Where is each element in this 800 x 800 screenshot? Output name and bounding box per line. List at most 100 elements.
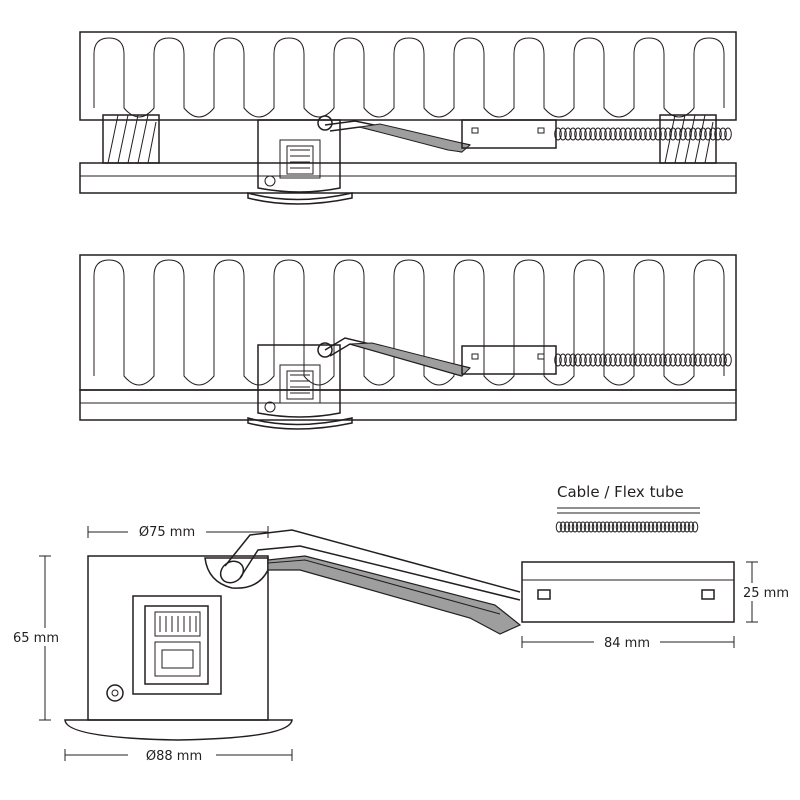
flex-tube-coil — [624, 353, 632, 367]
flex-tube-coil — [634, 353, 642, 367]
flex-tube-coil — [634, 127, 642, 141]
flex-tube-coil — [599, 353, 607, 367]
flex-tube-coil — [719, 127, 727, 141]
panel-installation-between-joists — [79, 31, 737, 205]
cable-gland — [204, 557, 269, 589]
flex-tube-coil — [611, 521, 619, 533]
flex-tube-coil — [579, 521, 587, 533]
flex-tube-coil — [714, 127, 722, 141]
flex-tube-coil — [603, 521, 611, 533]
flex-tube-coil — [564, 353, 572, 367]
flex-tube-coil — [619, 521, 627, 533]
flex-tube-coil — [675, 521, 683, 533]
downlight-housing — [247, 115, 353, 205]
flex-tube-coil — [714, 353, 722, 367]
flex-tube-coil — [719, 353, 727, 367]
flex-tube-coil — [643, 521, 651, 533]
flex-tube-coil — [689, 353, 697, 367]
flex-tube-coil — [724, 353, 732, 367]
earth-screw — [106, 684, 124, 702]
flex-tube-coil — [674, 353, 682, 367]
flex-tube — [554, 127, 732, 141]
flex-tube-coil — [607, 521, 615, 533]
flex-tube-coil — [659, 127, 667, 141]
flex-tube-coil — [664, 127, 672, 141]
legend-cable-flex: Cable / Flex tube — [555, 483, 700, 533]
flex-tube-coil — [704, 353, 712, 367]
downlight-housing — [247, 342, 353, 430]
flex-tube-coil — [649, 127, 657, 141]
flex-tube-coil — [574, 127, 582, 141]
flex-tube-coil — [594, 127, 602, 141]
joist-right — [659, 114, 717, 164]
joist-left — [102, 114, 160, 164]
flex-tube-coil — [704, 127, 712, 141]
flex-tube-coil — [559, 353, 567, 367]
flex-tube-coil — [663, 521, 671, 533]
driver-box — [521, 561, 735, 623]
flex-tube-coil — [594, 353, 602, 367]
flex-tube-coil — [659, 353, 667, 367]
legend-label: Cable / Flex tube — [557, 483, 684, 501]
flex-tube-coil — [689, 127, 697, 141]
flex-tube-coil — [669, 127, 677, 141]
flex-tube-coil — [629, 127, 637, 141]
flex-tube-coil — [575, 521, 583, 533]
flex-tube-coil — [635, 521, 643, 533]
flex-tube-coil — [564, 127, 572, 141]
flex-tube-coil — [709, 353, 717, 367]
ceiling-board — [79, 389, 737, 421]
flex-tube-coil — [667, 521, 675, 533]
flex-tube-coil — [591, 521, 599, 533]
flex-tube-coil — [567, 521, 575, 533]
flex-tube-coil — [554, 353, 562, 367]
label-height: 65 mm — [13, 631, 59, 646]
flex-tube-coil — [583, 521, 591, 533]
cable — [224, 529, 522, 635]
flex-tube-coil — [589, 127, 597, 141]
flex-tube-coil — [579, 353, 587, 367]
flex-tube-coil — [669, 353, 677, 367]
flex-tube-coil — [699, 353, 707, 367]
flex-tube-coil — [679, 353, 687, 367]
flex-tube-coil — [724, 127, 732, 141]
ceiling-board — [79, 162, 737, 194]
insulation-top — [79, 254, 737, 391]
flex-tube-coil — [623, 521, 631, 533]
flex-tube-coil — [615, 521, 623, 533]
flex-tube-coil — [674, 127, 682, 141]
flex-tube-coil — [559, 521, 567, 533]
flex-tube-coil — [619, 353, 627, 367]
flex-tube-coil — [579, 127, 587, 141]
insulation-top — [79, 31, 737, 121]
housing-flange — [64, 719, 293, 741]
flex-tube-coil — [587, 521, 595, 533]
flex-tube-coil — [644, 127, 652, 141]
flex-tube-coil — [687, 521, 695, 533]
flex-tube-coil — [595, 521, 603, 533]
flex-tube-coil — [699, 127, 707, 141]
flex-tube-coil — [654, 127, 662, 141]
flex-tube-coil — [584, 353, 592, 367]
panel-installation-under-insulation — [79, 254, 737, 430]
flex-tube-coil — [589, 353, 597, 367]
flex-tube-coil — [599, 521, 607, 533]
flex-tube-coil — [709, 127, 717, 141]
flex-tube-coil — [654, 353, 662, 367]
driver-box — [461, 345, 557, 375]
flex-tube-coil — [629, 353, 637, 367]
flex-tube-coil — [574, 353, 582, 367]
flex-tube-coil — [671, 521, 679, 533]
flex-tube-coil — [609, 353, 617, 367]
flex-tube-coil — [684, 127, 692, 141]
label-top-diameter: Ø75 mm — [139, 525, 195, 540]
flex-tube-coil — [684, 353, 692, 367]
flex-tube-coil — [555, 521, 563, 533]
label-driver-height: 25 mm — [743, 586, 789, 601]
flex-tube-coil — [563, 521, 571, 533]
flex-tube-coil — [694, 127, 702, 141]
flex-tube-coil — [679, 521, 687, 533]
flex-tube-coil — [644, 353, 652, 367]
flex-tube-coil — [691, 521, 699, 533]
